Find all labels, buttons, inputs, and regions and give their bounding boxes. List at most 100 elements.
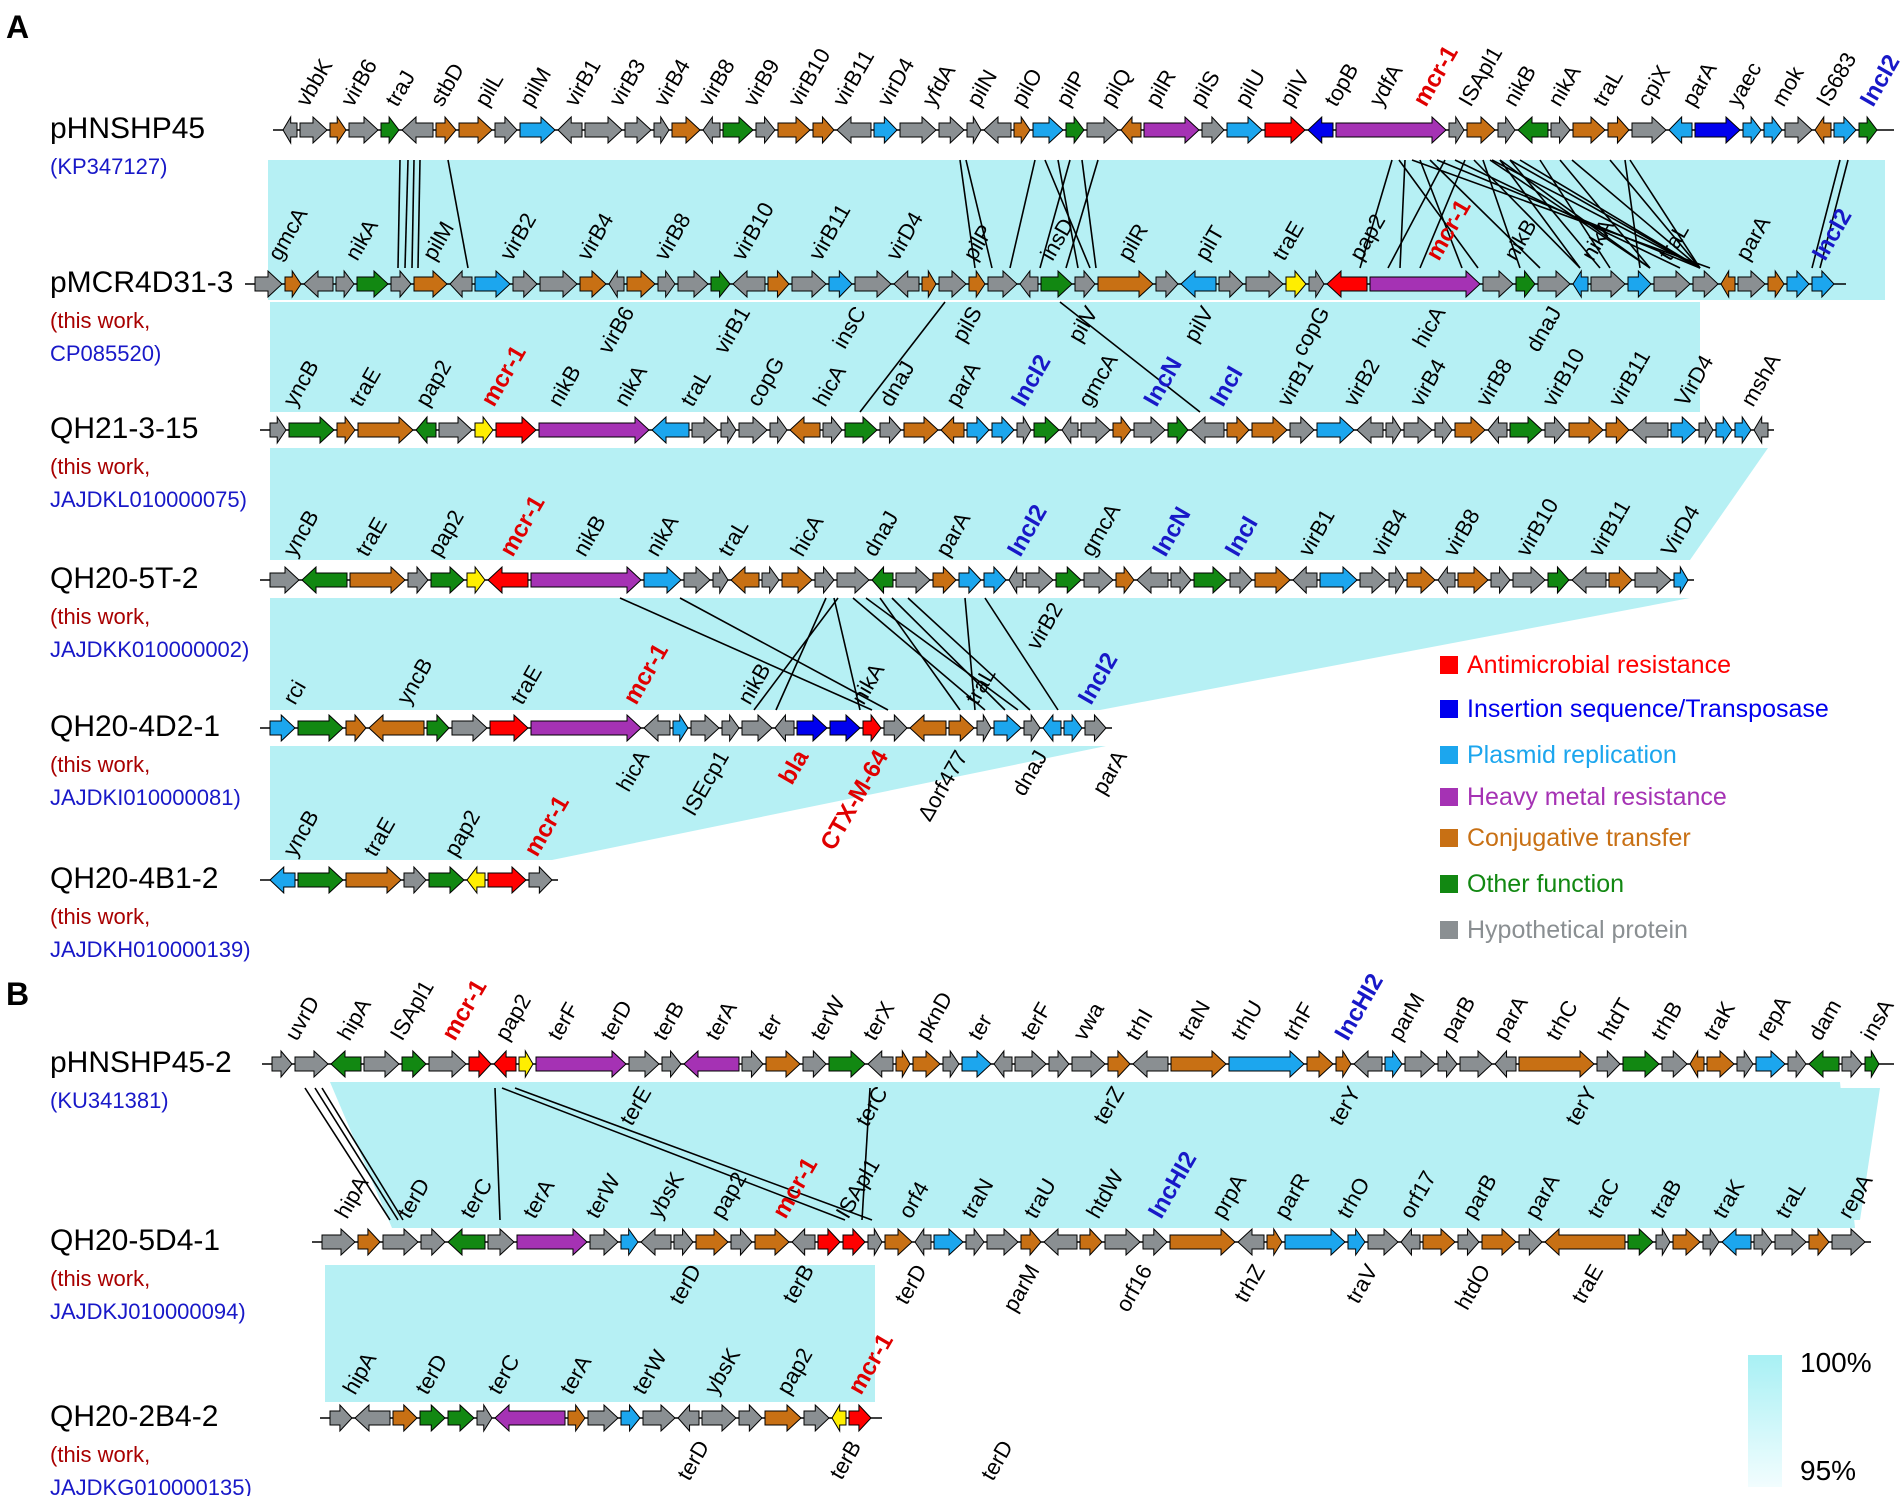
gene-arrow	[438, 415, 473, 445]
gene-arrow	[1228, 1049, 1305, 1079]
gene-arrow	[1767, 269, 1785, 299]
gene-arrow	[1319, 565, 1358, 595]
gene-arrow	[1020, 1227, 1042, 1257]
rearrangement-line	[1609, 159, 1701, 269]
gene-arrow	[1084, 713, 1107, 743]
identity-gradient-bar	[1748, 1355, 1782, 1487]
rearrangement-line	[1059, 301, 1201, 413]
gene-arrow	[1180, 269, 1217, 299]
gene-arrow	[761, 565, 780, 595]
gene-arrow	[449, 269, 473, 299]
rearrangement-lines	[304, 159, 1849, 1221]
gene-label-top: virB4	[648, 55, 695, 111]
gene-arrow	[1784, 115, 1813, 145]
gene-arrow	[466, 865, 486, 895]
legend-swatch	[1440, 829, 1458, 847]
gene-arrow	[1631, 115, 1667, 145]
gene-arrow	[428, 865, 465, 895]
gene-arrow	[1043, 1227, 1078, 1257]
gene-arrow	[958, 565, 982, 595]
gene-arrow	[1193, 565, 1228, 595]
gene-arrow	[407, 565, 429, 595]
plasmid-name: pMCR4D31-3	[50, 266, 233, 299]
gene-arrow	[1115, 565, 1135, 595]
gene-arrow	[932, 565, 957, 595]
gene-arrow	[413, 269, 448, 299]
rearrangement-line	[1065, 159, 1099, 269]
gene-arrow	[1634, 565, 1672, 595]
legend-swatch	[1440, 700, 1458, 718]
gene-arrow	[474, 415, 494, 445]
rearrangement-line	[859, 301, 946, 413]
gene-arrow	[1590, 269, 1626, 299]
gene-label-top: trhB	[1646, 997, 1688, 1044]
gene-arrow	[1170, 1049, 1227, 1079]
gene-arrow	[1083, 565, 1114, 595]
gene-arrow	[1811, 269, 1835, 299]
gene-arrow	[643, 713, 671, 743]
gene-arrow	[282, 115, 298, 145]
gene-label-top: trhU	[1225, 996, 1267, 1044]
gene-arrow	[1032, 115, 1064, 145]
gene-arrow	[349, 565, 406, 595]
gene-arrow	[494, 115, 518, 145]
plasmid-accession: (this work,	[50, 604, 150, 629]
gene-arrow	[495, 415, 537, 445]
rearrangement-line	[1499, 159, 1581, 269]
gene-label-bottom: terD	[889, 1260, 931, 1308]
gene-arrow	[530, 565, 642, 595]
gene-arrow	[1487, 415, 1508, 445]
gene-arrow	[1251, 415, 1288, 445]
gene-arrow	[914, 1227, 932, 1257]
gene-arrow	[336, 415, 356, 445]
gene-label-bottom: terD	[975, 1436, 1017, 1484]
gene-arrow	[987, 269, 1018, 299]
gene-arrow	[741, 713, 773, 743]
gene-arrow	[1544, 415, 1567, 445]
gene-arrow	[1763, 115, 1783, 145]
gene-arrow	[828, 269, 853, 299]
similarity-blocks	[268, 160, 1885, 1402]
gene-arrow	[1515, 269, 1536, 299]
identity-max-label: 100%	[1800, 1347, 1872, 1378]
gene-arrow	[993, 1049, 1013, 1079]
gene-arrow	[791, 1227, 816, 1257]
gene-arrow	[690, 713, 720, 743]
gene-arrow	[1512, 565, 1546, 595]
gene-arrow	[822, 415, 843, 445]
rearrangement-line	[304, 1087, 391, 1221]
gene-arrow	[1347, 1227, 1366, 1257]
gene-arrow	[938, 269, 967, 299]
gene-arrow	[1753, 415, 1769, 445]
gene-arrow	[368, 713, 425, 743]
gene-arrow	[297, 865, 344, 895]
gene-arrow	[871, 565, 894, 595]
rearrangement-line	[1519, 159, 1701, 269]
gene-label-top: nikA	[1543, 61, 1586, 111]
gene-arrow	[909, 713, 947, 743]
gene-arrow	[1653, 269, 1691, 299]
gene-arrow	[691, 415, 719, 445]
gene-arrow	[303, 269, 334, 299]
gene-arrow	[1136, 565, 1169, 595]
gene-arrow	[538, 415, 650, 445]
gene-arrow	[828, 1049, 866, 1079]
gene-arrow	[867, 1049, 894, 1079]
gene-label-top: virB9	[738, 55, 785, 111]
gene-arrow	[269, 713, 296, 743]
rearrangement-line	[1571, 159, 1701, 269]
gene-label-top: parA	[1488, 991, 1533, 1044]
rearrangement-line	[314, 1087, 399, 1221]
gene-arrow	[1023, 713, 1041, 743]
gene-arrow	[812, 115, 835, 145]
gene-arrow	[899, 115, 937, 145]
plasmid-name: pHNSHP45	[50, 112, 205, 145]
gene-arrow	[912, 1049, 941, 1079]
gene-arrow	[842, 1227, 866, 1257]
rearrangement-line	[1359, 159, 1393, 269]
gene-arrow	[447, 1227, 486, 1257]
gene-arrow	[1537, 269, 1571, 299]
gene-arrow	[1285, 269, 1307, 299]
gene-arrow	[1786, 269, 1810, 299]
gene-arrow	[1245, 269, 1284, 299]
